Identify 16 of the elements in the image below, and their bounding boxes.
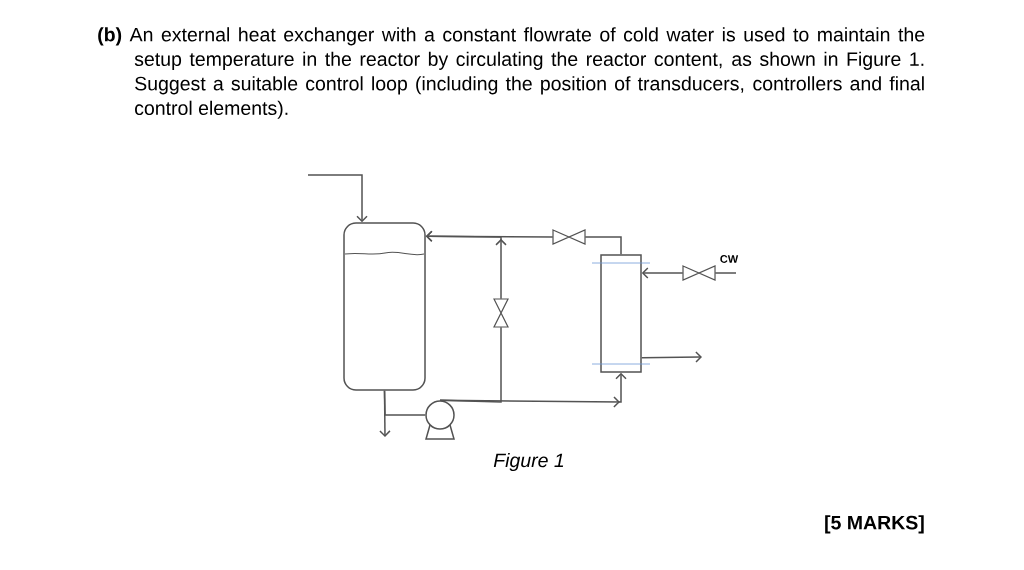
question-text: (b) An external heat exchanger with a constant flowrate of cold water is used to maintain the setup temperature in the reactor by circulating the reactor content, as shown in Figure 1. Suggest a suitable control loop (including the position of transducers, controllers and final control elements). bbox=[98, 27, 925, 119]
reactor-vessel bbox=[343, 222, 426, 391]
valve-symbol bbox=[682, 265, 716, 281]
pipe-arrow bbox=[584, 236, 622, 255]
pipe-arrow bbox=[641, 351, 702, 363]
valve-symbol bbox=[552, 229, 586, 245]
valve-symbol bbox=[493, 298, 509, 328]
heat-exchanger bbox=[591, 254, 651, 373]
pump-symbol bbox=[425, 400, 455, 440]
pipe-arrow bbox=[307, 174, 368, 223]
marks-text: [5 MARKS] bbox=[825, 515, 924, 534]
pipe-arrow bbox=[425, 230, 507, 300]
figure-caption: Figure 1 bbox=[493, 452, 564, 472]
pipe-arrow bbox=[379, 390, 391, 437]
pipe-arrow bbox=[641, 267, 684, 279]
stream-label: CW bbox=[720, 255, 739, 263]
